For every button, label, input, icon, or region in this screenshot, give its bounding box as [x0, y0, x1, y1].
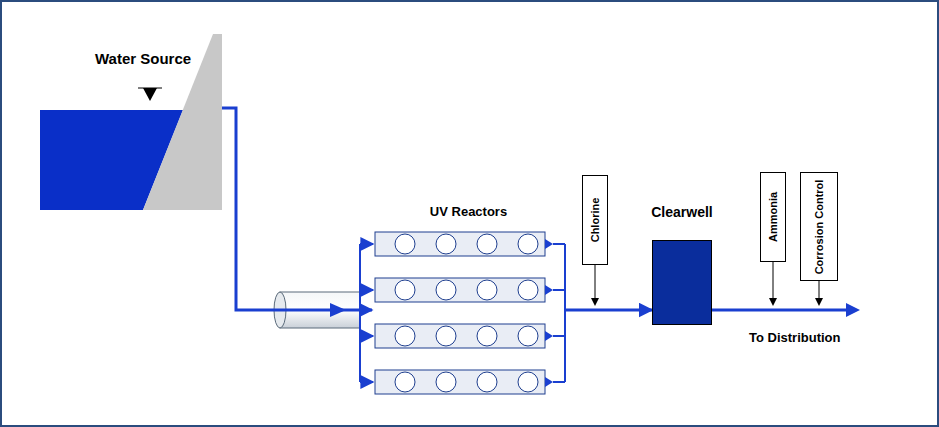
- chemical-feed-box: Ammonia: [760, 172, 786, 262]
- uv-reactor-bank: [375, 232, 553, 394]
- feed-line: [595, 265, 596, 299]
- feed-line: [773, 262, 774, 299]
- feed-arrow: [815, 298, 823, 306]
- reactor-outlet: [545, 285, 553, 295]
- uv-lamp: [518, 280, 538, 300]
- outlet-manifold: [553, 244, 565, 382]
- clearwell-tank: Clearwell: [652, 240, 712, 325]
- uv-lamp: [436, 372, 456, 392]
- uv-reactor: [375, 324, 545, 348]
- uv-lamp: [395, 280, 415, 300]
- uv-lamp: [395, 234, 415, 254]
- uv-reactor: [375, 232, 545, 256]
- uv-lamp: [436, 326, 456, 346]
- reactor-outlet: [545, 331, 553, 341]
- node-heading: Water Source: [95, 50, 191, 67]
- uv-lamp: [436, 280, 456, 300]
- uv-reactor-group: UV Reactors: [372, 200, 565, 398]
- water-level-line: [138, 88, 162, 89]
- chemical-feed-box: Chlorine: [582, 175, 608, 265]
- uv-lamp: [477, 372, 497, 392]
- chemical-label: Ammonia: [767, 192, 779, 242]
- clearwell-fill: [652, 240, 712, 325]
- node-heading: UV Reactors: [430, 204, 507, 219]
- feed-arrow: [769, 298, 777, 306]
- chemical-feed-box: Corrosion Control: [800, 172, 838, 281]
- uv-reactor: [375, 278, 545, 302]
- flow-pipe: [222, 108, 372, 310]
- reactor-outlet: [545, 239, 553, 249]
- uv-lamp: [477, 234, 497, 254]
- reactor-outlet: [545, 377, 553, 387]
- uv-lamp: [518, 234, 538, 254]
- uv-reactor: [375, 370, 545, 394]
- uv-lamp: [395, 326, 415, 346]
- feed-line: [819, 281, 820, 299]
- node-heading: Clearwell: [651, 204, 712, 220]
- inlet-manifold: [360, 244, 373, 382]
- uv-lamp: [477, 280, 497, 300]
- distribution-arrow: [846, 303, 860, 317]
- source-reservoir: Water Source: [40, 40, 222, 210]
- uv-lamp: [518, 326, 538, 346]
- uv-lamp: [395, 372, 415, 392]
- water-level-marker: [143, 88, 157, 101]
- uv-lamp: [477, 326, 497, 346]
- chemical-label: Corrosion Control: [813, 179, 825, 274]
- chemical-label: Chlorine: [589, 198, 601, 243]
- flow-pipe: [565, 309, 652, 312]
- feed-arrow: [591, 298, 599, 306]
- flow-label: To Distribution: [749, 330, 840, 345]
- uv-lamp: [436, 234, 456, 254]
- distribution-pipe: [712, 309, 852, 312]
- uv-lamp: [518, 372, 538, 392]
